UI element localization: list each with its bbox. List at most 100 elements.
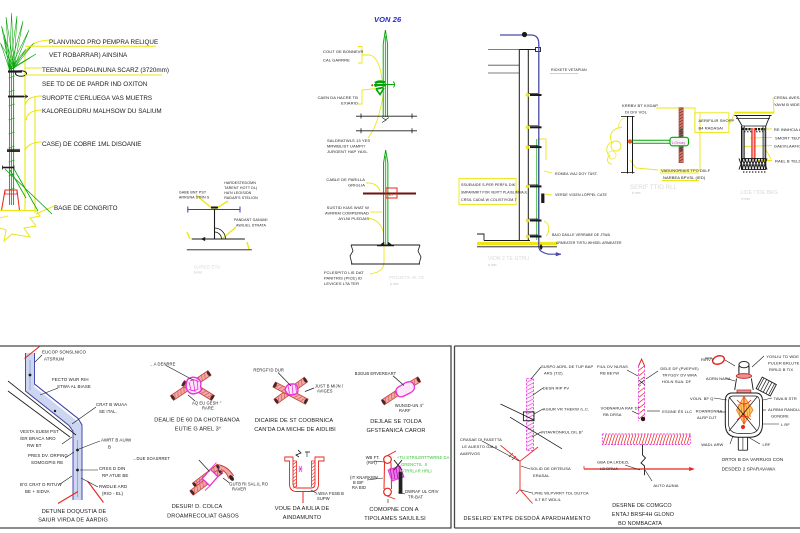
svg-text:TAVA B STR: TAVA B STR [774, 396, 797, 401]
svg-text:SMORT TEUV: SMORT TEUV [775, 136, 800, 141]
svg-text:b nnn: b nnn [194, 271, 203, 275]
svg-text:VOLN. BF Q: VOLN. BF Q [690, 396, 713, 401]
svg-text:DEJLAE SE 7OLDA: DEJLAE SE 7OLDA [370, 419, 422, 425]
svg-text:BE + SIDVA: BE + SIDVA [25, 489, 50, 494]
svg-text:HOLN SUA. DF: HOLN SUA. DF [662, 379, 692, 384]
svg-text:BO NOMBACATA: BO NOMBACATA [618, 521, 662, 527]
svg-text:RAEL B TELDA: RAEL B TELDA [775, 159, 800, 164]
svg-text:AVIGES: AVIGES [317, 389, 333, 394]
svg-text:DWRAF UL CRIV: DWRAF UL CRIV [405, 489, 439, 494]
svg-text:NARBEA BPVSL (IED): NARBEA BPVSL (IED) [663, 175, 706, 180]
svg-text:VOUE DA AIULIA DE: VOUE DA AIULIA DE [275, 506, 330, 512]
svg-text:DI DIV VOL: DI DIV VOL [625, 110, 648, 115]
svg-text:SE ITAL.: SE ITAL. [99, 409, 117, 414]
svg-text:SAIUR VIRDA DE ÁARDIG: SAIUR VIRDA DE ÁARDIG [38, 517, 108, 524]
svg-text:ALRBNI RANDLL: ALRBNI RANDLL [768, 407, 800, 412]
svg-text:ESGNE ÉS LLC: ESGNE ÉS LLC [662, 409, 692, 414]
svg-text:...A DENRRE: ...A DENRRE [150, 362, 176, 367]
svg-text:RARE: RARE [202, 406, 214, 411]
svg-text:CRASAE DI FASETTA: CRASAE DI FASETTA [460, 437, 502, 442]
svg-text:ATSRIUM: ATSRIUM [44, 357, 64, 362]
svg-text:VION 2 TE GTPLI: VION 2 TE GTPLI [488, 256, 529, 262]
svg-text:AVRRIM COMPERNAD: AVRRIM COMPERNAD [325, 211, 369, 216]
svg-text:CASE) DE COBRE 1ML DISOANIE: CASE) DE COBRE 1ML DISOANIE [42, 141, 142, 148]
svg-text:CRSIL CADIÁ W COLISTIYOM.T: CRSIL CADIÁ W COLISTIYOM.T [461, 198, 517, 202]
svg-text:SUROPTE C’ERLUEGA VAS MUETR: SUROPTE C’ERLUEGA VAS MUETRS [42, 95, 152, 102]
svg-text:RIRLD B TIX: RIRLD B TIX [769, 367, 793, 372]
svg-text:B’G CRAT D RITUW: B’G CRAT D RITUW [20, 482, 62, 487]
svg-text:/ER BRACA NRO: /ER BRACA NRO [20, 436, 56, 441]
svg-text:JUST B MIJN /: JUST B MIJN / [315, 384, 344, 389]
svg-text:GARED ETA: GARED ETA [194, 265, 221, 270]
svg-text:DESRNE DE COMGCO: DESRNE DE COMGCO [612, 503, 671, 509]
svg-text:b nnn: b nnn [742, 197, 751, 201]
svg-text:SUSPO ADRL DE TUP BAP: SUSPO ADRL DE TUP BAP [541, 364, 593, 369]
svg-text:RAVER: RAVER [232, 487, 246, 492]
svg-text:RARF: RARF [399, 408, 411, 413]
svg-text:SUSTID KIAS WIAT W: SUSTID KIAS WIAT W [327, 205, 369, 210]
svg-text:DESDED 2 SPARAVAWA: DESDED 2 SPARAVAWA [722, 466, 777, 471]
svg-text:AUTO AUNIA: AUTO AUNIA [653, 483, 678, 488]
svg-text:WUNSD-UN 4°: WUNSD-UN 4° [395, 403, 424, 408]
svg-text:PRES DV. DRPING: PRES DV. DRPING [28, 453, 68, 458]
svg-text:DELE DF (PVEPVE): DELE DF (PVEPVE) [660, 366, 699, 371]
svg-text:LRF: LRF [763, 442, 771, 447]
svg-text:GFSTEANICÀ CAROR: GFSTEANICÀ CAROR [366, 427, 425, 434]
svg-text:DETUNE DOQUSTIA DE: DETUNE DOQUSTIA DE [42, 509, 107, 515]
svg-text:TR-BAT: TR-BAT [408, 494, 423, 499]
svg-text:COMOPNE CON A: COMOPNE CON A [369, 507, 418, 513]
svg-text:GUTB RI SAL.IL RO: GUTB RI SAL.IL RO [229, 482, 268, 487]
svg-text:ROANRDNRA: ROANRDNRA [696, 409, 723, 414]
svg-text:a nnn: a nnn [488, 263, 497, 267]
svg-text:CABLE DE PARILLA: CABLE DE PARILLA [326, 177, 365, 182]
svg-text:B4 RADASAI: B4 RADASAI [699, 126, 724, 131]
svg-text:LIDE TIDE BRG: LIDE TIDE BRG [741, 190, 778, 196]
svg-text:AT: AT [389, 193, 393, 197]
svg-text:...WSA FSSB B: ...WSA FSSB B [315, 491, 345, 496]
svg-text:VESTA SUEM PST: VESTA SUEM PST [20, 429, 59, 434]
svg-text:AWRT B AUIW: AWRT B AUIW [101, 438, 132, 443]
svg-text:B BIF: B BIF [353, 480, 364, 485]
svg-text:EUCOP SONSLNICO: EUCOP SONSLNICO [42, 350, 87, 355]
svg-text:CRAT B WUAA: CRAT B WUAA [96, 402, 127, 407]
svg-text:ERASAL.: ERASAL. [533, 473, 551, 478]
svg-text:RW BT: RW BT [27, 443, 42, 448]
svg-text:AINDAMUNTO: AINDAMUNTO [283, 515, 322, 521]
svg-text:INTAVRÖNRUL DIL B°: INTAVRÖNRUL DIL B° [541, 430, 584, 435]
svg-text:AGIUR VR THEKW /L.C.: AGIUR VR THEKW /L.C. [543, 407, 589, 412]
svg-text:DROAMRECOLIAT GASOS: DROAMRECOLIAT GASOS [167, 514, 239, 520]
svg-text:SOMGGPIS RE: SOMGGPIS RE [31, 460, 63, 465]
svg-text:SOLID DE DRTEUSA: SOLID DE DRTEUSA [530, 466, 571, 471]
svg-text:EXIARIO: EXIARIO [341, 101, 358, 106]
svg-text:RB DRSA: RB DRSA [603, 412, 622, 417]
svg-text:FIUL DV NLRAS: FIUL DV NLRAS [597, 364, 628, 369]
svg-text:PLANVINCO PRO PEMPRA RELIQUE: PLANVINCO PRO PEMPRA RELIQUE [49, 39, 158, 46]
svg-text:AORN NARA: AORN NARA [706, 376, 731, 381]
svg-text:JURGENT HAP YAXL: JURGENT HAP YAXL [327, 149, 368, 154]
svg-text:SSUEIAIDE S-PER PERFIL DIK: SSUEIAIDE S-PER PERFIL DIK [461, 183, 516, 187]
svg-text:CRSS D DIN: CRSS D DIN [99, 466, 125, 471]
svg-text:b nnn: b nnn [632, 191, 641, 195]
svg-text:DESN RIP PV: DESN RIP PV [543, 386, 570, 391]
svg-text:MRWBLIST UAMPI?: MRWBLIST UAMPI? [327, 144, 366, 149]
svg-text:DESUR! D. COLCA: DESUR! D. COLCA [172, 504, 223, 510]
svg-text:RA BID: RA BID [352, 485, 366, 490]
svg-text:TIPOLAMES SAIULILSI: TIPOLAMES SAIULILSI [364, 516, 426, 522]
svg-text:(RIO - EL): (RIO - EL) [102, 491, 123, 496]
svg-text:L RF: L RF [781, 422, 790, 427]
svg-text:DEALIE DE 60 DA CHOTBANOA: DEALIE DE 60 DA CHOTBANOA [154, 418, 240, 424]
svg-text:AYLNI PLEDAIS: AYLNI PLEDAIS [338, 216, 369, 221]
svg-text:RICKETE VETAPIAN: RICKETE VETAPIAN [551, 68, 587, 72]
svg-text:GRIGLIA: GRIGLIA [348, 183, 365, 188]
svg-text:TRYGDY DV WRA: TRYGDY DV WRA [662, 373, 697, 378]
svg-text:VADUNORIAIS TFO DIILF: VADUNORIAIS TFO DIILF [661, 168, 711, 173]
svg-text:ALRP DJT: ALRP DJT [697, 415, 717, 420]
svg-text:RADAR’S STELION: RADAR’S STELION [224, 196, 258, 200]
svg-text:KALOREGLIDRU MALHSOW DU SALIU: KALOREGLIDRU MALHSOW DU SALIUM [42, 108, 162, 115]
svg-text:LE AUESTO GALA: LE AUESTO GALA [462, 444, 498, 449]
svg-text:RP ATUE BE: RP ATUE BE [102, 473, 128, 478]
svg-text:RB BEYW: RB BEYW [600, 371, 619, 376]
svg-text:+TU STRILERTTWRNE DA: +TU STRILERTTWRNE DA [397, 455, 450, 460]
svg-text:RWDLIE ARD: RWDLIE ARD [99, 484, 127, 489]
svg-text:FCLESPITO LIS DAT: FCLESPITO LIS DAT [324, 270, 364, 275]
